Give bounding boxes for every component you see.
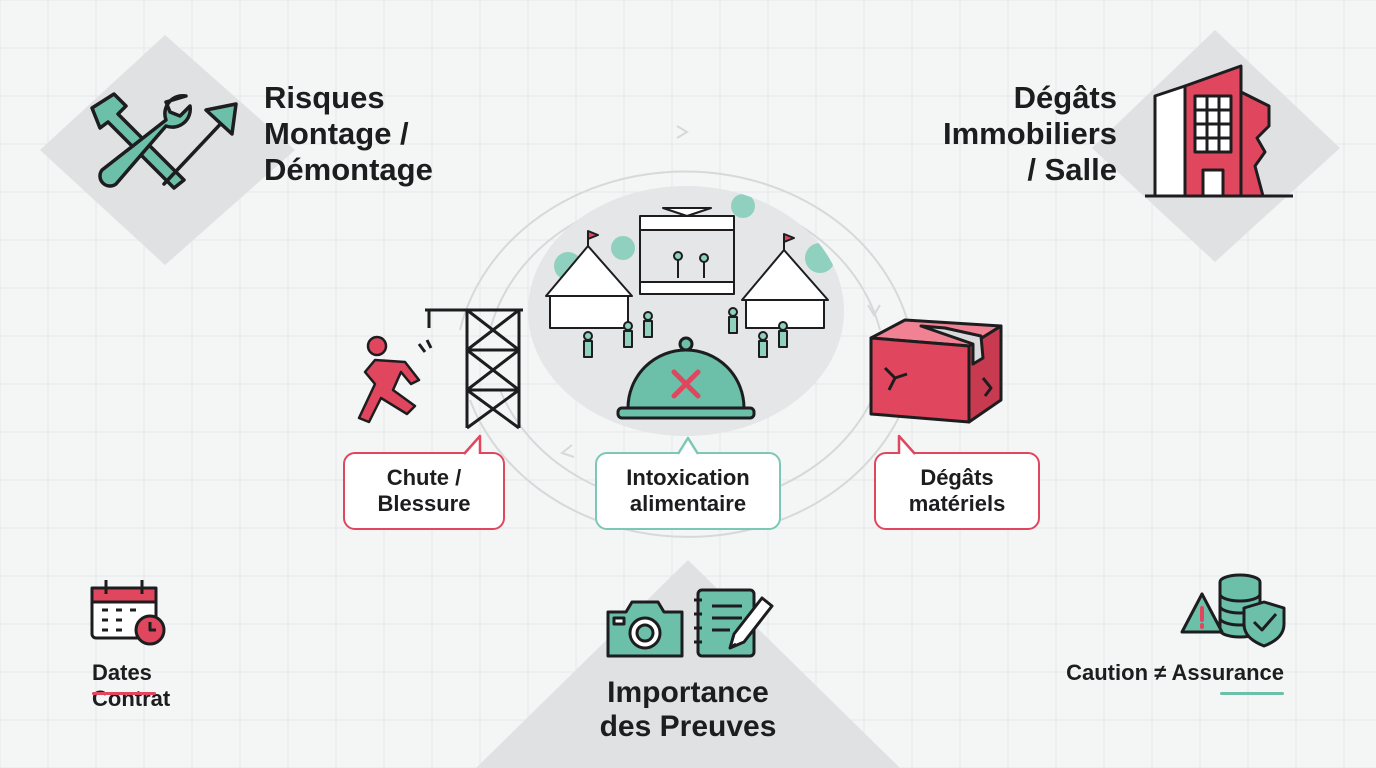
damaged-building-icon xyxy=(1145,64,1293,198)
bubble-food-poisoning-tail xyxy=(676,436,700,455)
ring-outer-bottom xyxy=(469,389,911,538)
contract-dates-label: Dates Contrat xyxy=(92,660,171,711)
ring-arrow-top xyxy=(676,125,689,139)
bubble-material-damage-label: Dégâts matériels xyxy=(908,465,1006,516)
damaged-box-icon xyxy=(869,318,1003,424)
deposit-insurance-underline xyxy=(1220,692,1284,695)
bubble-injury: Chute / Blessure xyxy=(343,452,505,530)
festival-scene-icon xyxy=(528,186,844,436)
coins-shield-warning-icon xyxy=(1180,573,1286,648)
contract-dates-underline xyxy=(92,692,156,695)
diamond-bottom-center xyxy=(476,560,900,768)
notebook-pen-icon xyxy=(694,588,774,658)
ring-outer-top xyxy=(459,170,911,331)
food-cloche-cross-icon xyxy=(616,336,756,420)
deposit-insurance-label: Caution ≠ Assurance xyxy=(1066,660,1284,685)
bubble-food-poisoning: Intoxication alimentaire xyxy=(595,452,781,530)
hammer-wrench-arrow-icon xyxy=(90,92,238,190)
risk-setup-title: Risques Montage / Démontage xyxy=(264,80,433,187)
bubble-injury-tail xyxy=(463,434,482,455)
person-falling-scaffold-icon xyxy=(357,308,523,430)
bubble-material-damage-tail xyxy=(897,434,916,455)
calendar-clock-icon xyxy=(90,580,166,646)
bubble-food-poisoning-label: Intoxication alimentaire xyxy=(626,465,750,516)
evidence-title: Importance des Preuves xyxy=(599,676,777,743)
bubble-injury-label: Chute / Blessure xyxy=(377,465,471,516)
ring-arrow-right xyxy=(867,304,881,317)
property-damage-title: Dégâts Immobiliers / Salle xyxy=(943,80,1117,187)
ring-arrow-bottom xyxy=(559,444,575,458)
camera-icon xyxy=(606,600,684,658)
diamond-top-left xyxy=(40,35,295,265)
bubble-material-damage: Dégâts matériels xyxy=(874,452,1040,530)
